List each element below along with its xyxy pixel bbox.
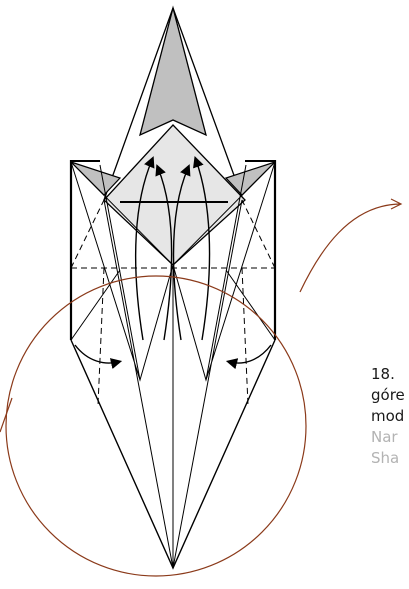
step-caption: 18. góre mod Nar Sha [371, 364, 409, 469]
step-number: 18. [371, 365, 395, 383]
circle-pointer-arrowhead [390, 198, 403, 210]
caption-line-5: Sha [371, 449, 400, 467]
magnify-circle [5, 275, 307, 577]
caption-line-3: mod [371, 407, 405, 425]
caption-line-4: Nar [371, 428, 398, 446]
top-spike-outline [103, 7, 244, 201]
caption-line-2: góre [371, 386, 405, 404]
left-pointer-line [0, 397, 13, 433]
top-spike-flap [139, 5, 207, 137]
fold-arrow-icon [74, 156, 272, 370]
circle-pointer-line [299, 203, 401, 293]
dashed-creases [70, 199, 276, 406]
